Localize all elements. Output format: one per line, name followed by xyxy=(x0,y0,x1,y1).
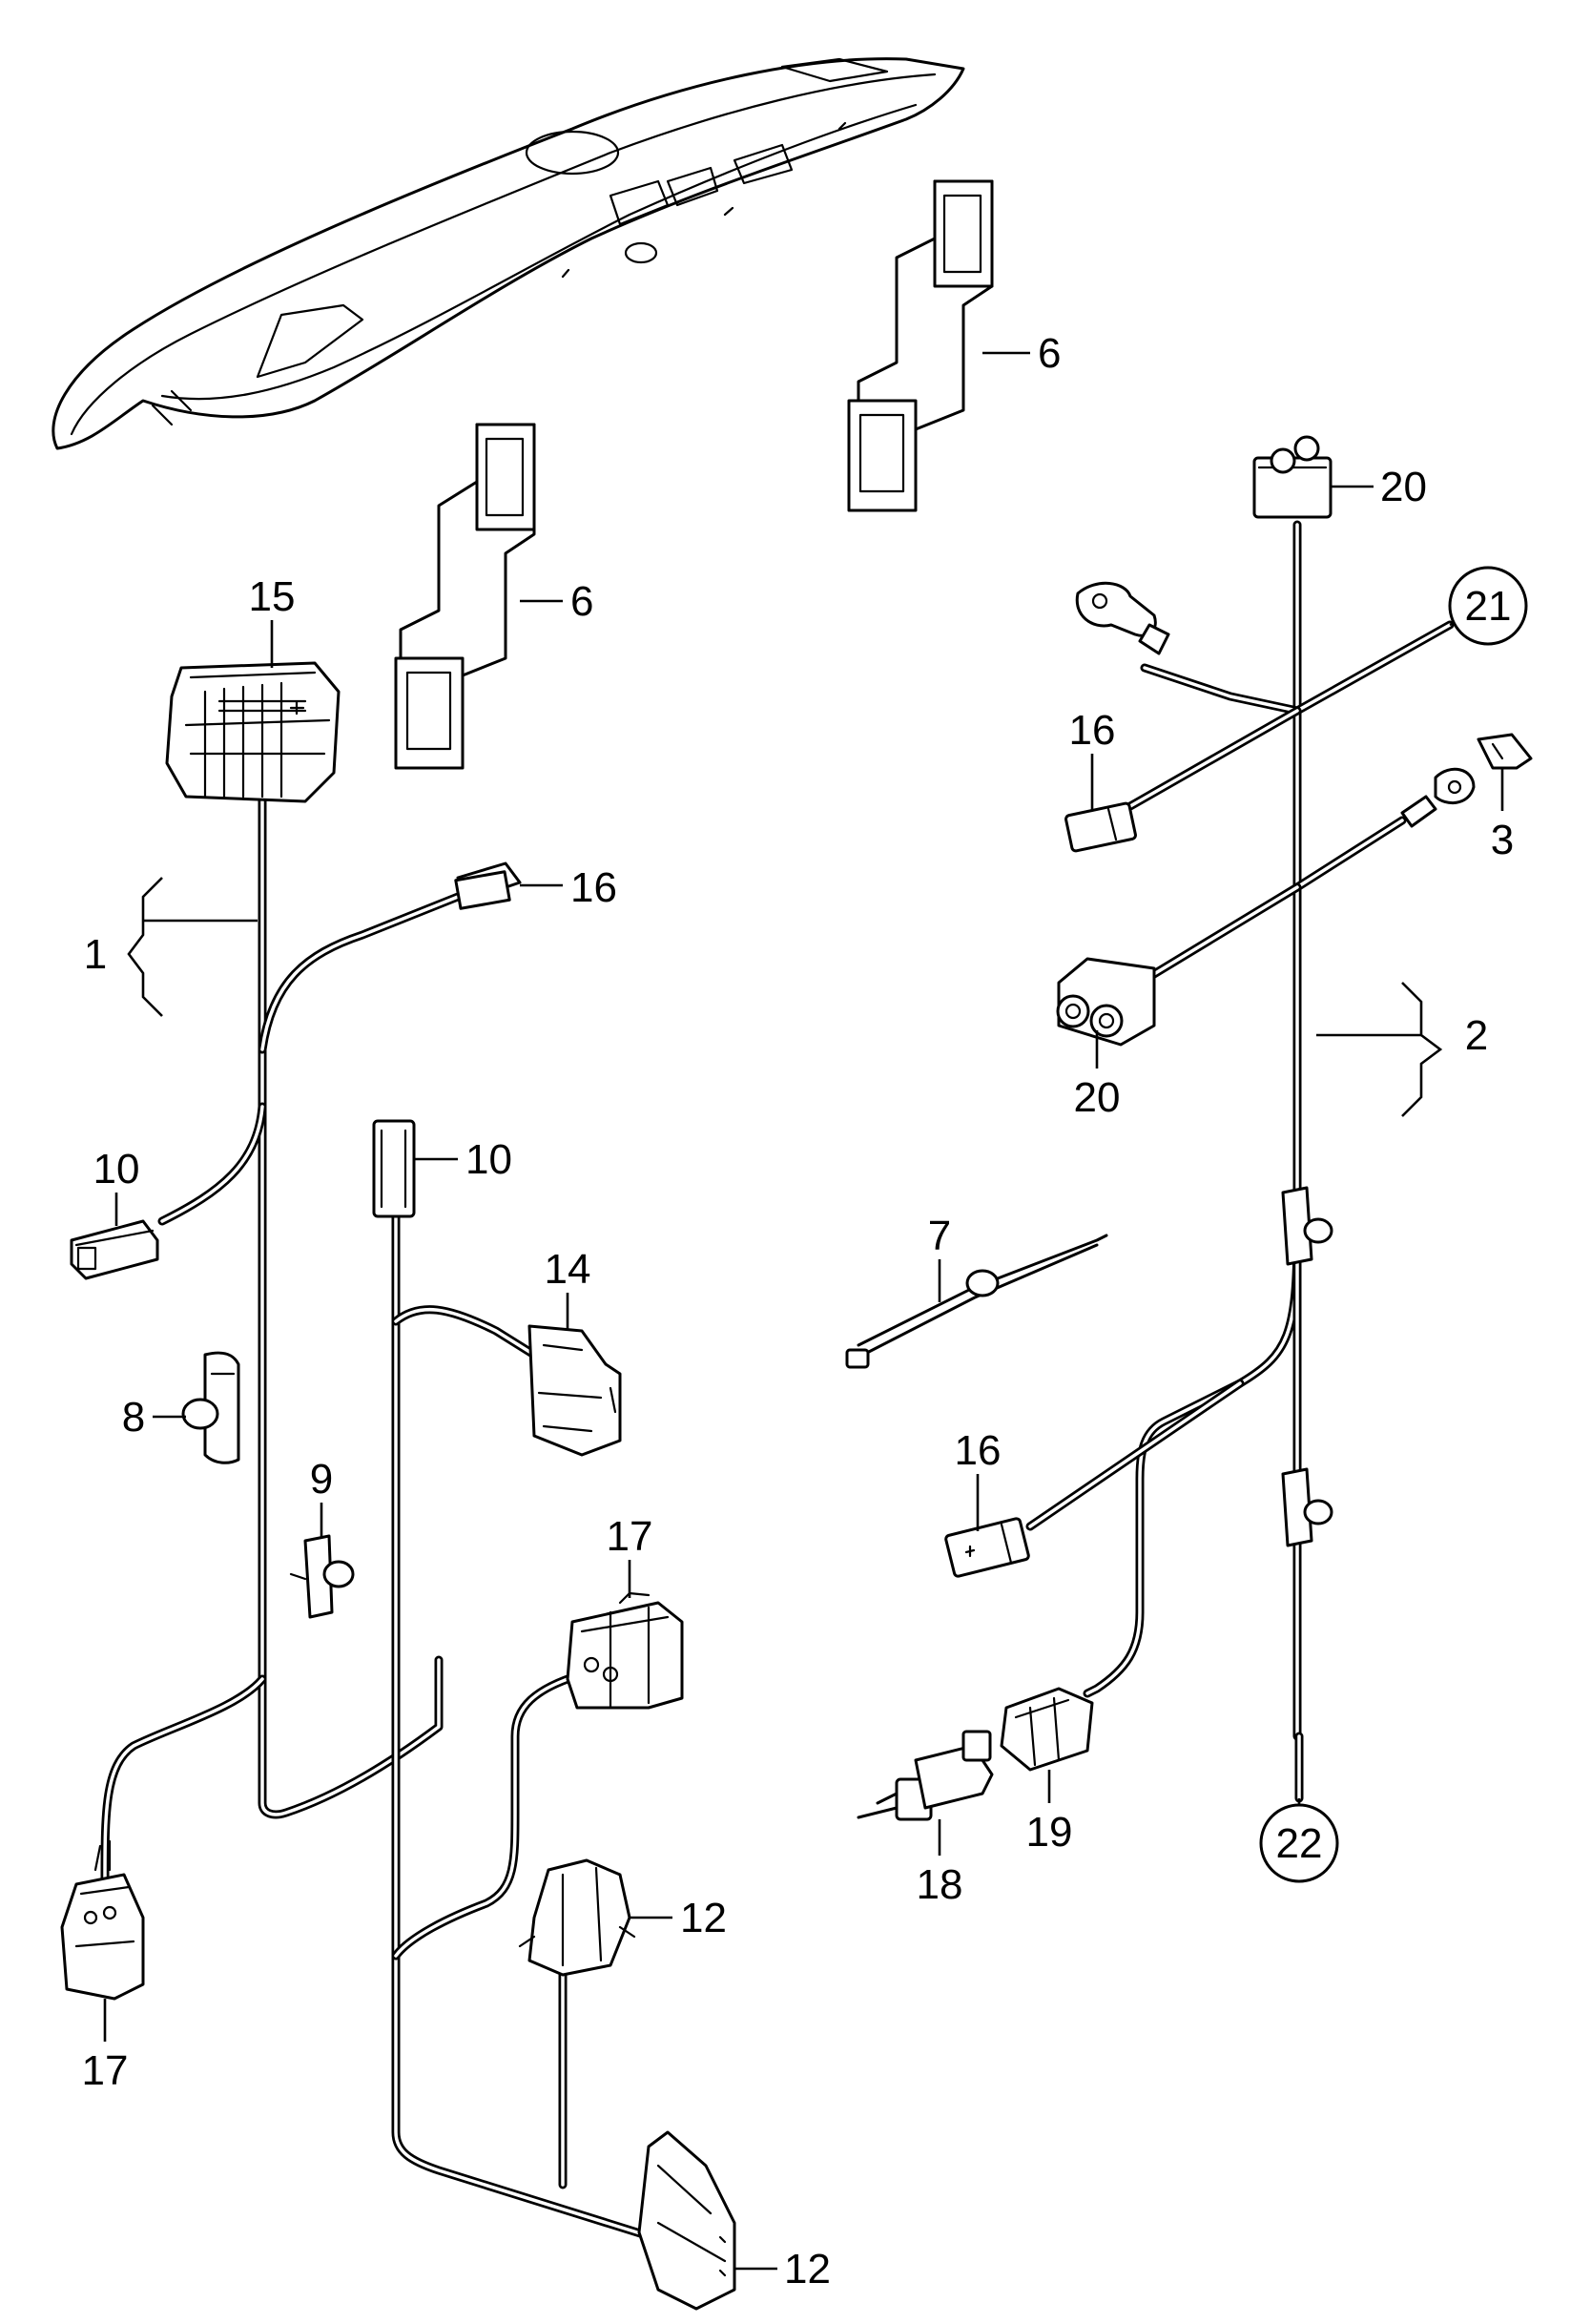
callout-19: 19 xyxy=(1026,1809,1073,1856)
duct-part-6-lower xyxy=(394,423,536,770)
connector-part-17-center xyxy=(566,1591,684,1710)
callout-labels: 6 6 20 21 15 16 1 16 3 20 2 10 10 7 14 8… xyxy=(82,330,1515,2293)
callout-16-right-bottom: 16 xyxy=(955,1427,1002,1474)
callout-15: 15 xyxy=(249,573,296,620)
wiring-harness-2 xyxy=(1025,520,1455,1803)
connector-part-15 xyxy=(165,661,341,803)
callout-8: 8 xyxy=(122,1394,145,1441)
clip-part-9 xyxy=(289,1534,355,1619)
connector-part-20-lower xyxy=(1056,957,1156,1047)
connector-part-20-top xyxy=(1252,435,1333,519)
callout-17-center: 17 xyxy=(607,1513,653,1560)
connector-part-14 xyxy=(527,1324,622,1457)
callout-10-left: 10 xyxy=(93,1146,140,1193)
harness-2-clip-lower xyxy=(1281,1467,1333,1547)
connector-part-19 xyxy=(1000,1687,1094,1772)
reference-circle-22 xyxy=(1259,1803,1339,1883)
callout-20-top: 20 xyxy=(1380,464,1427,510)
callout-18: 18 xyxy=(917,1861,963,1908)
switch-part-18 xyxy=(857,1730,994,1821)
callout-3: 3 xyxy=(1491,817,1514,863)
connector-part-16-right-bottom xyxy=(944,1517,1030,1578)
ring-terminal-top xyxy=(1075,581,1170,655)
callout-21: 21 xyxy=(1465,583,1512,630)
callout-1: 1 xyxy=(84,931,107,978)
callout-20-lower: 20 xyxy=(1074,1074,1121,1121)
connector-part-16-harness-1 xyxy=(454,861,522,910)
callout-16-right-top: 16 xyxy=(1069,707,1116,754)
callout-7: 7 xyxy=(928,1213,951,1259)
harness-2-clip-upper xyxy=(1281,1186,1333,1266)
callout-6-lower: 6 xyxy=(570,578,593,625)
connector-part-10-left xyxy=(70,1219,159,1280)
callout-10-center: 10 xyxy=(465,1136,512,1183)
ring-terminal-mid xyxy=(1400,767,1476,828)
callout-22: 22 xyxy=(1276,1820,1323,1867)
reference-circle-21 xyxy=(1448,566,1528,646)
connector-part-12-upper xyxy=(518,1858,636,1977)
cable-tie-part-7 xyxy=(845,1234,1108,1369)
clip-part-8 xyxy=(181,1351,240,1464)
callout-2: 2 xyxy=(1465,1012,1488,1059)
connector-part-10-center xyxy=(372,1119,416,1218)
callout-9: 9 xyxy=(310,1456,333,1503)
connector-part-16-right-top xyxy=(1064,801,1137,853)
leader-lines xyxy=(103,351,1504,2271)
top-trim-panel xyxy=(52,57,965,450)
center-harness xyxy=(391,1207,672,2247)
clip-part-3 xyxy=(1477,733,1533,770)
callout-16-upper: 16 xyxy=(570,864,617,911)
duct-part-6-upper xyxy=(847,179,994,512)
callout-17-lower-left: 17 xyxy=(82,2047,129,2094)
callout-6-upper: 6 xyxy=(1038,330,1061,377)
callout-12-upper: 12 xyxy=(680,1895,727,1941)
connector-part-17-lower-left xyxy=(60,1839,145,2001)
callout-12-lower: 12 xyxy=(784,2246,831,2293)
callout-14: 14 xyxy=(545,1246,591,1293)
wiring-harness-1 xyxy=(100,792,463,1884)
connector-part-12-lower xyxy=(637,2130,736,2311)
